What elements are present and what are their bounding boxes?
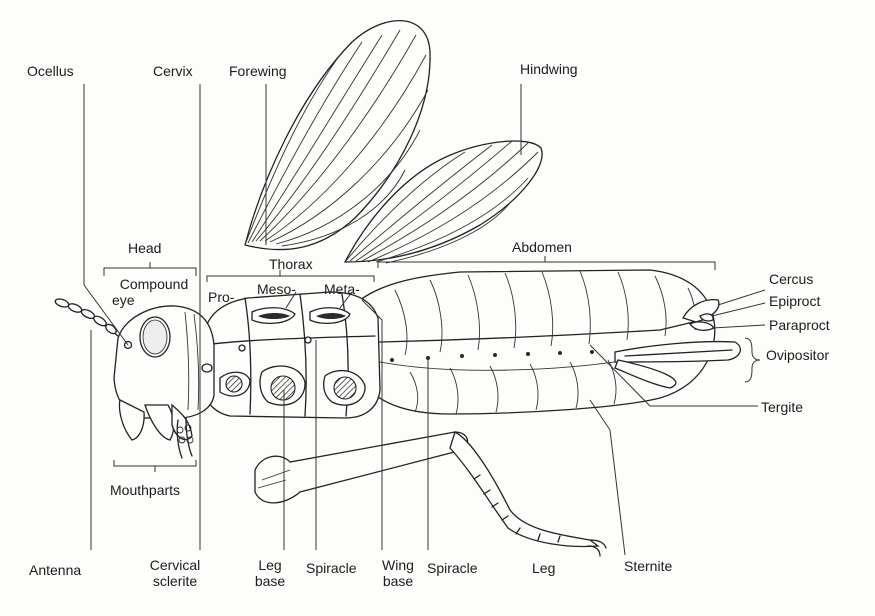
- label-spiracle-thorax: Spiracle: [306, 560, 357, 576]
- label-mesothorax: Meso-: [257, 281, 296, 297]
- forewing: [244, 20, 431, 251]
- label-cervical-sclerite: Cervical sclerite: [149, 557, 201, 589]
- label-wing-base: Wing base: [382, 557, 414, 589]
- label-leg-base: Leg base: [254, 557, 286, 589]
- label-compound-eye: Compound eye: [112, 276, 189, 308]
- label-metathorax: Meta-: [324, 281, 360, 297]
- label-spiracle-abdomen: Spiracle: [427, 560, 478, 576]
- label-mouthparts: Mouthparts: [110, 482, 181, 498]
- label-prothorax: Pro-: [208, 289, 235, 305]
- label-ocellus: Ocellus: [27, 63, 74, 79]
- label-forewing: Forewing: [229, 63, 287, 79]
- bracket-lines: [103, 256, 761, 472]
- hindwing: [343, 140, 543, 264]
- head-body: [113, 305, 215, 459]
- thorax-body: [199, 291, 381, 419]
- hind-leg: [254, 431, 607, 557]
- label-cervix: Cervix: [153, 63, 193, 79]
- label-ovipositor: Ovipositor: [766, 347, 830, 363]
- abdomen-body: [359, 269, 716, 415]
- leader-lines: [83, 84, 766, 556]
- label-hindwing: Hindwing: [520, 61, 578, 77]
- label-thorax: Thorax: [269, 256, 313, 272]
- antenna-segments: [54, 298, 119, 337]
- label-leg: Leg: [532, 560, 556, 576]
- label-abdomen: Abdomen: [512, 239, 572, 255]
- label-cercus: Cercus: [769, 271, 814, 287]
- label-antenna: Antenna: [29, 562, 82, 578]
- genitalia: [614, 299, 741, 389]
- label-sternite: Sternite: [624, 558, 673, 574]
- label-tergite: Tergite: [761, 399, 804, 415]
- label-head: Head: [128, 240, 162, 256]
- label-paraproct: Paraproct: [769, 317, 830, 333]
- label-epiproct: Epiproct: [769, 293, 821, 309]
